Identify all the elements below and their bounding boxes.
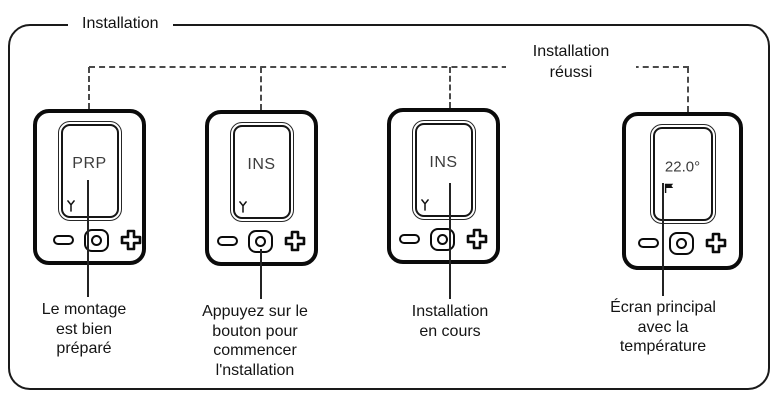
connector-drop-3 xyxy=(449,67,451,108)
caption-step-4: Écran principal avec la température xyxy=(610,299,716,355)
button-row xyxy=(637,231,728,255)
screen-bezel: 22.0° xyxy=(649,124,716,224)
button-row xyxy=(216,229,307,253)
screen-bezel: INS xyxy=(229,122,294,222)
screen-status-text: INS xyxy=(247,155,276,173)
thermostat-step-4: 22.0° xyxy=(622,112,743,270)
antenna-icon xyxy=(66,200,75,212)
screen-bezel: PRP xyxy=(57,121,122,221)
ok-center-button-icon xyxy=(429,227,455,251)
minus-icon xyxy=(398,234,420,244)
caption-step-3: Installation en cours xyxy=(411,303,489,340)
callout-line-2 xyxy=(260,249,262,299)
callout-line-1 xyxy=(87,180,89,297)
minus-icon xyxy=(52,235,74,245)
minus-icon xyxy=(637,238,659,248)
antenna-icon xyxy=(238,201,247,213)
connector-drop-1 xyxy=(88,67,90,109)
device-screen: INS xyxy=(414,123,473,217)
connector-drop-4 xyxy=(687,67,689,112)
thermostat-step-1: PRP xyxy=(33,109,146,265)
thermostat-step-2: INS xyxy=(205,110,318,266)
screen-status-text: INS xyxy=(429,153,458,171)
device-screen: INS xyxy=(232,125,291,219)
plus-icon xyxy=(705,232,726,254)
connector-drop-2 xyxy=(260,67,262,110)
heating-indicator-icon xyxy=(664,183,673,193)
screen-bezel: INS xyxy=(411,120,476,220)
diagram-title: Installation xyxy=(68,14,173,34)
minus-icon xyxy=(216,236,238,246)
screen-temperature-text: 22.0° xyxy=(664,158,701,176)
button-row xyxy=(52,228,143,252)
caption-step-1: Le montage est bien préparé xyxy=(41,301,127,357)
connector-label: Installation réussi xyxy=(506,41,636,83)
ok-center-button-icon xyxy=(668,231,694,255)
button-row xyxy=(398,227,489,251)
connector-line xyxy=(89,66,689,68)
ok-center-button-icon xyxy=(247,229,273,253)
plus-icon xyxy=(284,230,305,252)
thermostat-step-3: INS xyxy=(387,108,500,264)
device-screen: PRP xyxy=(60,124,119,218)
callout-line-4 xyxy=(662,183,664,296)
screen-status-text: PRP xyxy=(72,154,107,172)
plus-icon xyxy=(466,228,487,250)
ok-center-button-icon xyxy=(83,228,109,252)
antenna-icon xyxy=(420,199,429,211)
caption-step-2: Appuyez sur le bouton pour commencer l'n… xyxy=(202,303,308,379)
plus-icon xyxy=(120,229,141,251)
callout-line-3 xyxy=(449,183,451,299)
